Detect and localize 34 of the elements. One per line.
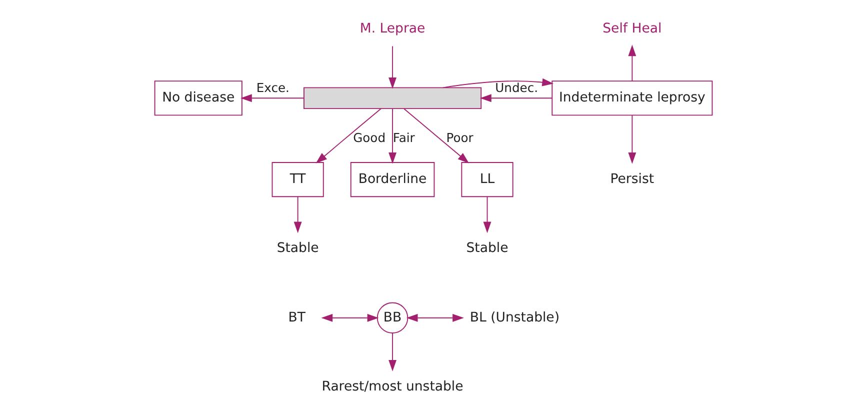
edge-label: Fair [392, 131, 414, 146]
node-box: LL [460, 162, 513, 198]
edge-label: Undec. [494, 80, 538, 95]
node-text: M. Leprae [359, 21, 425, 36]
node-box: Indeterminate leprosy [551, 80, 712, 116]
arrow [482, 196, 491, 234]
arrow [442, 78, 554, 88]
arrow [320, 314, 378, 322]
node-text: Persist [610, 172, 654, 188]
arrow [388, 108, 396, 164]
node-box: TT [271, 162, 324, 198]
edge-label: Poor [446, 131, 473, 146]
arrow [240, 94, 304, 102]
arrow [388, 332, 396, 372]
arrow [628, 115, 636, 164]
node-box: Borderline [350, 162, 434, 198]
node-text: Stable [276, 241, 318, 256]
node-text: Stable [466, 241, 508, 256]
arrow [628, 44, 636, 82]
edge-label: Good [352, 131, 386, 146]
arrow [293, 196, 302, 234]
node-circle: BB [376, 302, 408, 334]
node-text: BT [288, 310, 305, 326]
node-box [303, 87, 482, 110]
edge-label: Exce. [256, 80, 289, 95]
node-text: Rarest/most unstable [321, 380, 463, 395]
node-text: BL (Unstable) [469, 310, 560, 326]
arrow [315, 108, 381, 164]
arrow [388, 46, 396, 89]
node-box: No disease [154, 80, 242, 116]
arrow [406, 314, 464, 322]
arrow [480, 94, 552, 102]
node-text: Self Heal [602, 21, 662, 36]
arrow [403, 108, 469, 164]
